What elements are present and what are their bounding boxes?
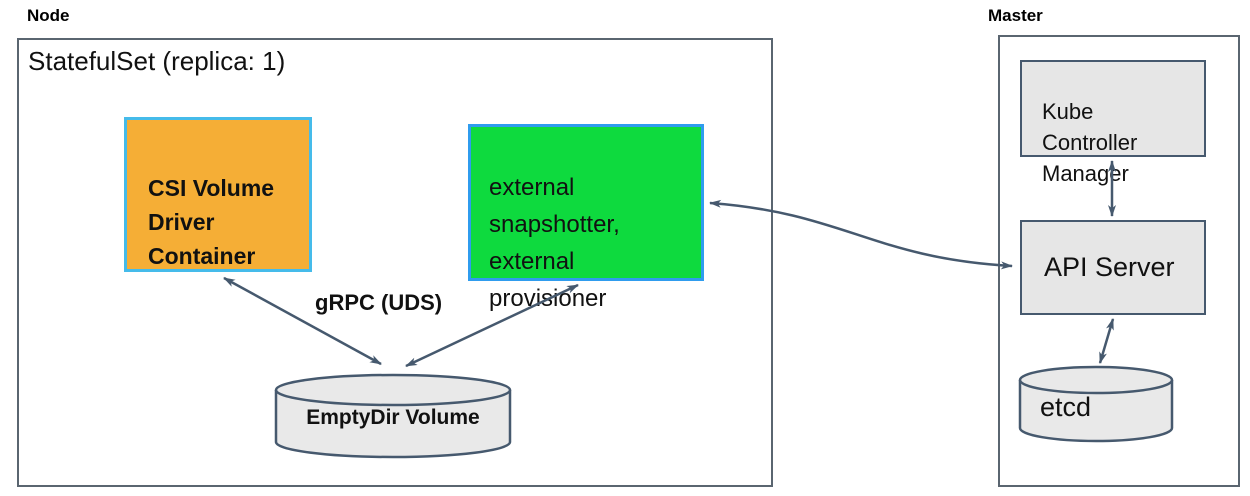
external-snapshotter-provisioner-label: external snapshotter, external provision… xyxy=(489,174,620,312)
api-server-label: API Server xyxy=(1044,252,1175,282)
kube-controller-manager-box: Kube Controller Manager xyxy=(1020,60,1206,186)
master-group-label: Master xyxy=(988,6,1043,25)
statefulset-label: StatefulSet (replica: 1) xyxy=(28,46,286,76)
grpc-uds-label: gRPC (UDS) xyxy=(315,290,443,315)
csi-volume-driver-container-label: CSI Volume Driver Container xyxy=(148,175,275,269)
etcd-label: etcd xyxy=(1040,392,1092,422)
node-group-label: Node xyxy=(27,6,70,25)
kube-controller-manager-label: Kube Controller Manager xyxy=(1042,99,1138,186)
csi-volume-driver-container-box: CSI Volume Driver Container xyxy=(124,117,312,272)
external-snapshotter-provisioner-box: external snapshotter, external provision… xyxy=(468,124,704,312)
emptydir-volume-label: EmptyDir Volume xyxy=(306,406,480,429)
api-server-box: API Server xyxy=(1020,220,1206,315)
